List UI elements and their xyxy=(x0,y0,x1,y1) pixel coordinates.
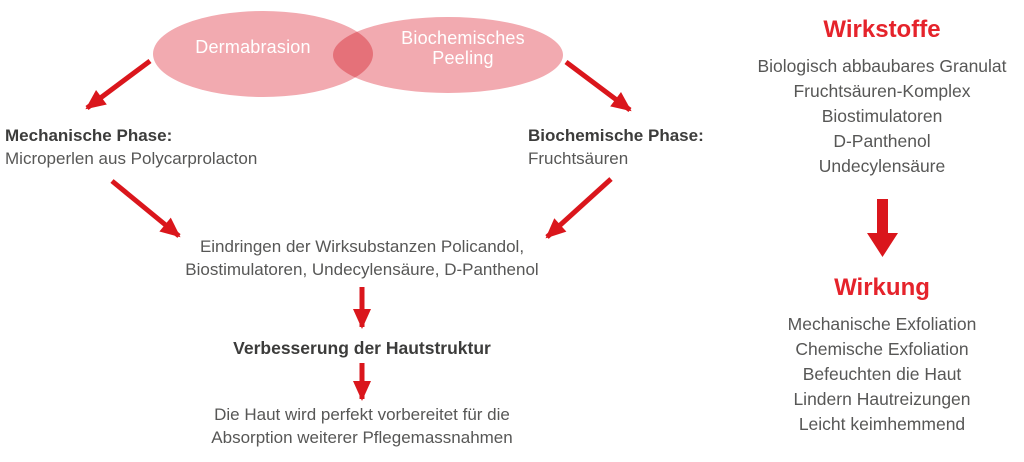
arrow-to-biochemical-phase-icon xyxy=(564,60,632,112)
mechanical-phase-block: Mechanische Phase: Microperlen aus Polyc… xyxy=(5,124,257,170)
ingredients-list: Biologisch abbaubares Granulat Fruchtsäu… xyxy=(740,54,1024,179)
venn-label-line1: Biochemisches xyxy=(401,28,525,48)
effect-item: Befeuchten die Haut xyxy=(802,364,962,384)
thick-down-arrow-icon xyxy=(867,199,898,257)
effect-item: Chemische Exfoliation xyxy=(795,339,969,359)
arrow-to-mechanical-phase-icon xyxy=(85,58,152,111)
effect-item: Lindern Hautreizungen xyxy=(793,389,971,409)
venn-diagram xyxy=(153,11,563,97)
arrow-biochemical-to-penetration-icon xyxy=(545,177,613,239)
penetration-line1: Eindringen der Wirksubstanzen Policandol… xyxy=(199,237,525,256)
mechanical-phase-title: Mechanische Phase: xyxy=(5,126,173,145)
result-line2: Absorption weiterer Pflegemassnahmen xyxy=(211,428,513,447)
effect-item: Mechanische Exfoliation xyxy=(787,314,977,334)
biochemical-phase-detail: Fruchtsäuren xyxy=(528,149,629,168)
venn-label-biochemical-peeling: Biochemisches Peeling xyxy=(383,28,543,68)
venn-label-dermabrasion: Dermabrasion xyxy=(195,37,311,57)
ingredient-item: Biologisch abbaubares Granulat xyxy=(757,56,1007,76)
ingredient-item: Undecylensäure xyxy=(818,156,946,176)
biochemical-phase-title: Biochemische Phase: xyxy=(528,126,704,145)
venn-ellipse-biochemical-peeling xyxy=(333,17,563,93)
ingredients-heading: Wirkstoffe xyxy=(823,16,941,43)
arrow-mechanical-to-penetration-icon xyxy=(110,179,181,238)
result-line1: Die Haut wird perfekt vorbereitet für di… xyxy=(214,405,510,424)
effect-item: Leicht keimhemmend xyxy=(798,414,966,434)
ingredient-item: D-Panthenol xyxy=(833,131,931,151)
improvement-text: Verbesserung der Hautstruktur xyxy=(233,338,491,358)
biochemical-phase-block: Biochemische Phase: Fruchtsäuren xyxy=(528,124,704,170)
result-block: Die Haut wird perfekt vorbereitet für di… xyxy=(152,403,572,449)
penetration-block: Eindringen der Wirksubstanzen Policandol… xyxy=(162,235,562,281)
venn-ellipse-dermabrasion xyxy=(153,11,373,97)
effects-heading: Wirkung xyxy=(834,274,930,301)
ingredient-item: Biostimulatoren xyxy=(821,106,943,126)
venn-label-line2: Peeling xyxy=(432,48,494,68)
flow-arrows xyxy=(85,58,632,401)
effects-list: Mechanische Exfoliation Chemische Exfoli… xyxy=(740,312,1024,437)
penetration-line2: Biostimulatoren, Undecylensäure, D-Panth… xyxy=(185,260,539,279)
ingredient-item: Fruchtsäuren-Komplex xyxy=(793,81,971,101)
mechanical-phase-detail: Microperlen aus Polycarprolacton xyxy=(5,149,258,168)
